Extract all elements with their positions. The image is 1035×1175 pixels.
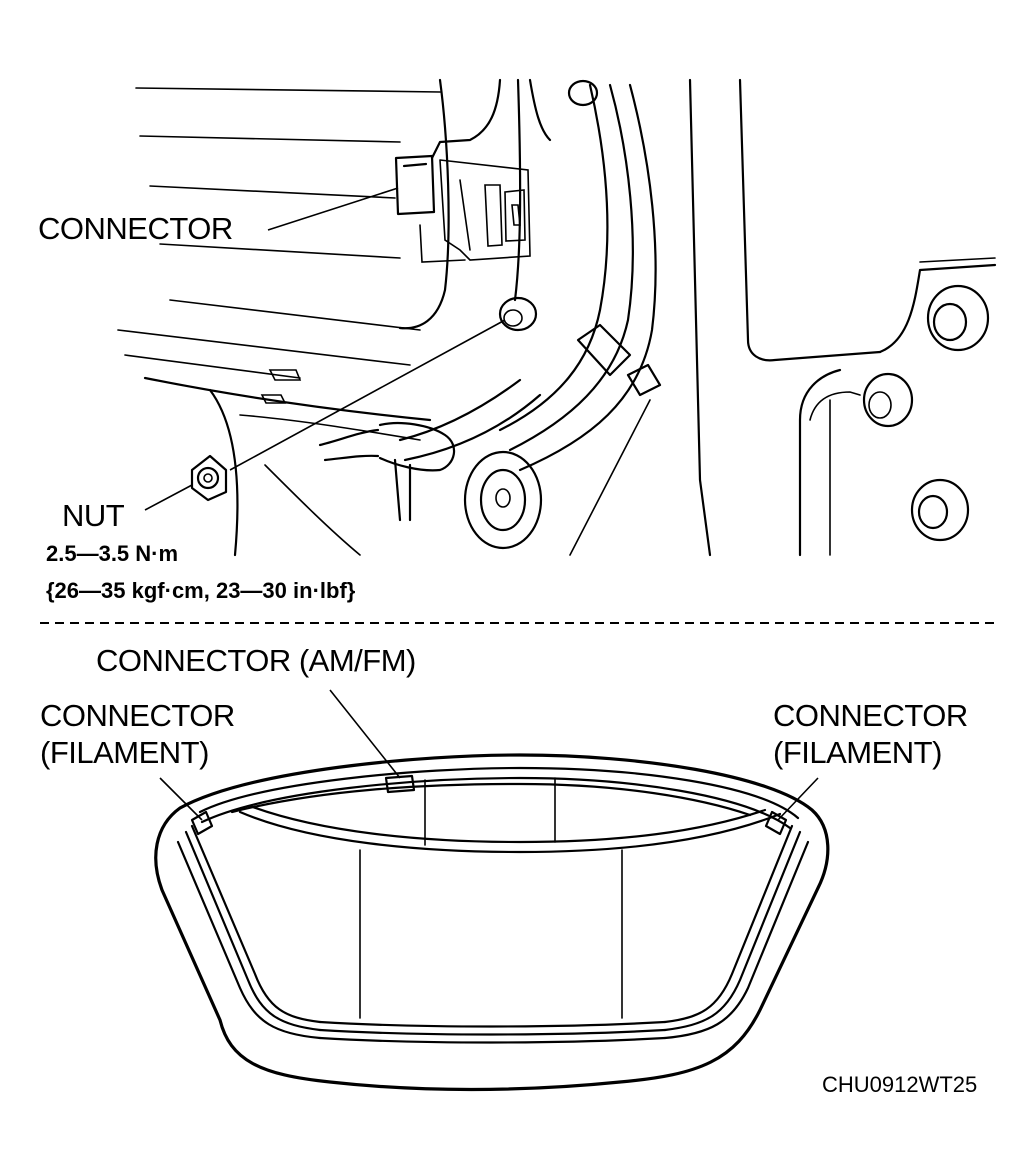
label-torque-nm: 2.5—3.5 N·m xyxy=(46,541,179,566)
label-connector-amfm: CONNECTOR (AM/FM) xyxy=(96,643,416,678)
label-filament-left-line2: (FILAMENT) xyxy=(40,735,209,770)
leader-nut xyxy=(144,484,193,511)
liftgate-glass-view xyxy=(154,753,830,1092)
label-connector: CONNECTOR xyxy=(38,211,233,246)
leader-filament-right xyxy=(777,777,819,821)
leader-connector-amfm xyxy=(329,689,401,779)
label-filament-right-line1: CONNECTOR xyxy=(773,698,968,733)
label-filament-left-line1: CONNECTOR xyxy=(40,698,235,733)
label-filament-right-line2: (FILAMENT) xyxy=(773,735,942,770)
label-nut: NUT xyxy=(62,498,125,533)
liftgate-interior-view xyxy=(117,78,997,557)
leader-connector xyxy=(267,187,399,231)
figure-code: CHU0912WT25 xyxy=(822,1072,978,1097)
leader-filament-left xyxy=(159,777,203,821)
label-torque-alt: {26—35 kgf·cm, 23—30 in·lbf} xyxy=(46,578,356,603)
